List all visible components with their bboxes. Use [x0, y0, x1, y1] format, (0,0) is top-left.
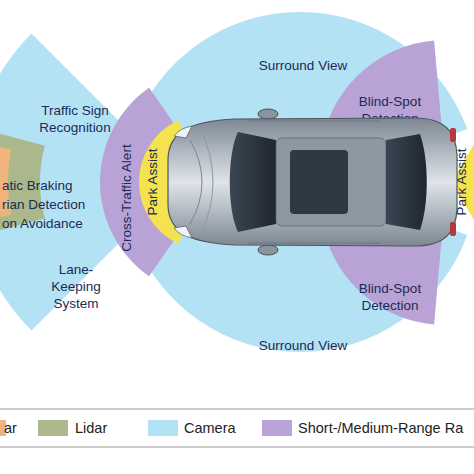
zone-label: Surround View — [259, 338, 347, 355]
coverage-zone: Park Assist — [440, 110, 474, 260]
coverage-zone: Blind-Spot Detection — [320, 195, 455, 330]
coverage-zone: Park Assist — [130, 105, 215, 260]
zone-shape — [324, 40, 445, 165]
zone-label: Blind-Spot Detection — [353, 94, 428, 128]
zone-label: Park Assist — [454, 149, 471, 216]
legend-swatch — [148, 420, 178, 436]
zone-label: Lane-Keeping System — [46, 262, 106, 313]
legend-label: Camera — [184, 420, 236, 436]
zone-shape — [0, 34, 180, 331]
zone-shape — [133, 12, 468, 190]
zone-label: atic Braking — [2, 178, 73, 195]
zone-label: Park Assist — [145, 149, 162, 216]
zone-outline — [130, 105, 215, 260]
zone-label: on Avoidance — [2, 216, 83, 233]
zone-shape — [133, 174, 468, 352]
zone-label: Blind-Spot Detection — [353, 281, 428, 315]
zone-shape — [452, 127, 474, 238]
zone-label: Surround View — [259, 58, 347, 75]
zone-label: Cross-Traffic Alert — [119, 144, 136, 251]
legend-swatch — [38, 420, 68, 436]
legend-label: ar — [4, 420, 17, 436]
legend-label: Short-/Medium-Range Ra — [298, 420, 463, 436]
zone-label: rian Detection — [2, 197, 85, 214]
legend-swatch — [262, 420, 292, 436]
legend-label: Lidar — [75, 420, 107, 436]
legend-frame-line — [0, 409, 474, 410]
zone-label: Traffic Sign Recognition — [25, 103, 125, 137]
legend-frame-line — [0, 447, 474, 448]
zone-shape — [324, 200, 445, 325]
coverage-zone: Blind-Spot Detection — [320, 35, 455, 170]
